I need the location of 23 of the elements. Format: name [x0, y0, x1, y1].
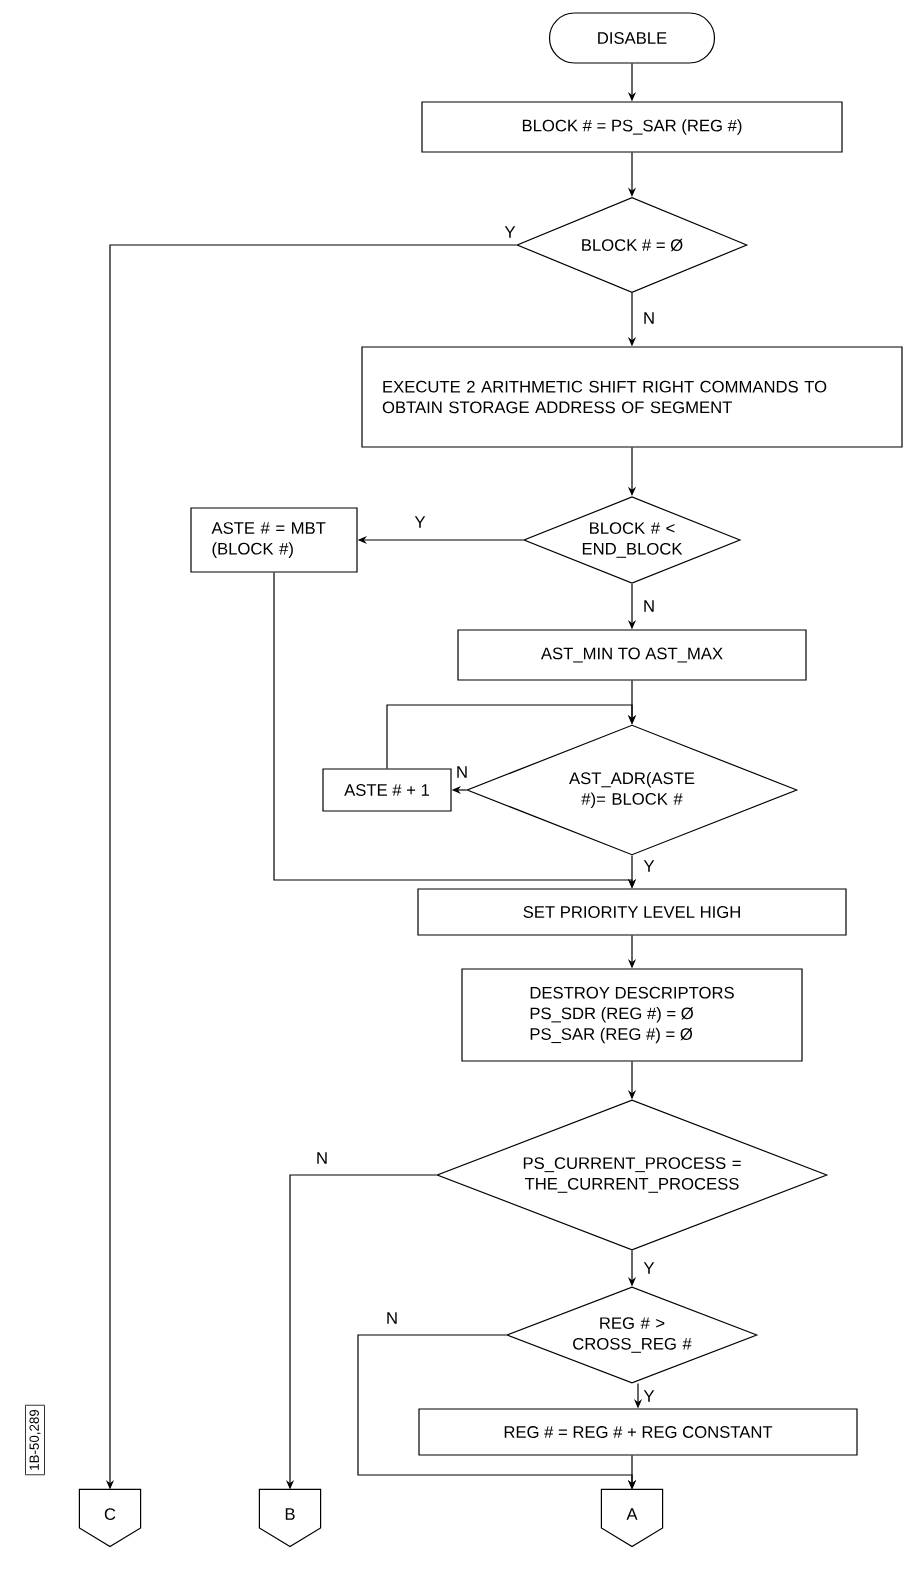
edge-label: Y	[413, 514, 427, 530]
edge-label: N	[641, 598, 657, 614]
off-page-connector: B	[258, 1488, 322, 1548]
process-box: EXECUTE 2 ARITHMETIC SHIFT RIGHT COMMANDS TO OBTAIN STORAGE ADDRESS OF SEGMENT	[361, 346, 903, 448]
edge-label: Y	[642, 1388, 656, 1404]
edge-label: N	[314, 1150, 330, 1166]
process-box: ASTE # = MBT (BLOCK #)	[190, 507, 358, 573]
figure-id-tag: 1B-50,289	[25, 1404, 45, 1476]
off-page-connector: C	[78, 1488, 142, 1548]
edge-label: Y	[642, 858, 656, 874]
edge-label: Y	[503, 224, 517, 240]
edge-label: Y	[642, 1260, 656, 1276]
terminal-box: DISABLE	[548, 12, 716, 64]
process-box: DESTROY DESCRIPTORS PS_SDR (REG #) = Ø PS_SAR (REG #) = Ø	[461, 968, 803, 1062]
process-box: BLOCK # = PS_SAR (REG #)	[421, 101, 843, 153]
process-box: AST_MIN TO AST_MAX	[457, 629, 807, 681]
edge-label: N	[384, 1310, 400, 1326]
edge-label: N	[641, 310, 657, 326]
process-box: ASTE # + 1	[322, 768, 452, 812]
process-box: REG # = REG # + REG CONSTANT	[418, 1408, 858, 1456]
process-box: SET PRIORITY LEVEL HIGH	[417, 888, 847, 936]
off-page-connector: A	[600, 1488, 664, 1548]
arrow	[386, 704, 637, 769]
